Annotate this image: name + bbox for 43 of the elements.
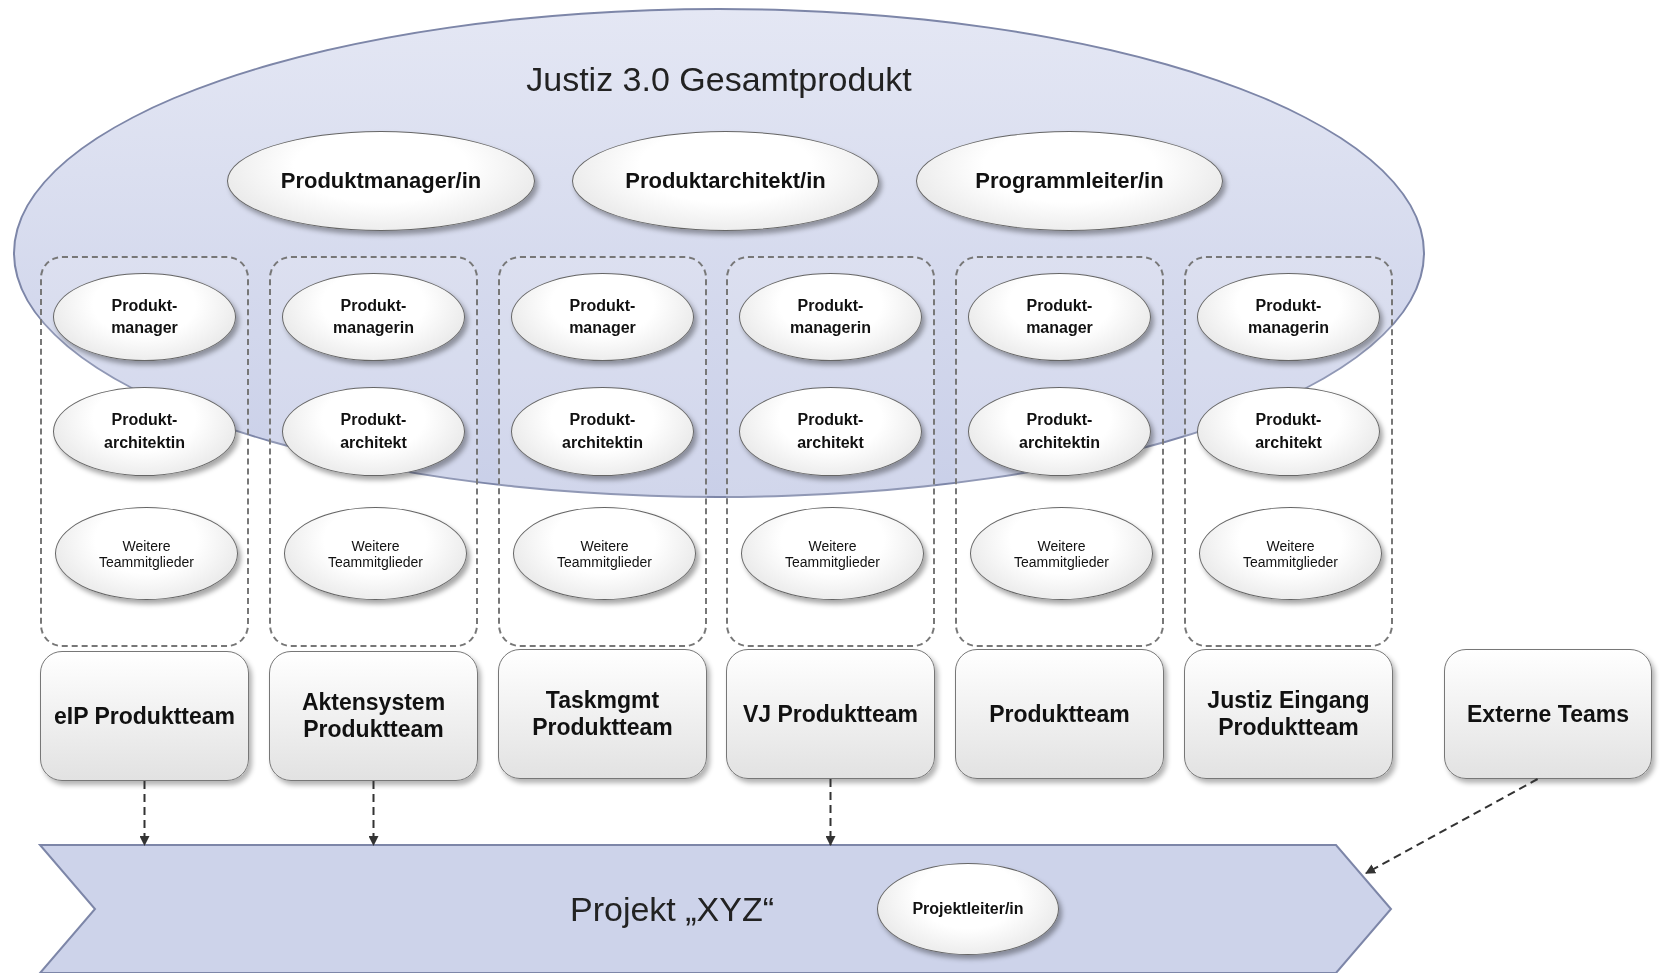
- project-band: [40, 845, 1391, 973]
- node-label: Weitere Teammitglieder: [327, 537, 424, 570]
- team-box: [1184, 649, 1393, 779]
- node-label: Programmleiter/in: [975, 168, 1164, 194]
- node-label: Produkt- architekt: [1254, 410, 1323, 453]
- node-label: Weitere Teammitglieder: [784, 537, 881, 570]
- team-box: [40, 651, 249, 781]
- node-label: Produkt- architektin: [561, 410, 644, 453]
- node-label: VJ Produktteam: [742, 700, 919, 728]
- node-label: Produkt- architektin: [1018, 410, 1101, 453]
- node-label: Justiz 3.0 Gesamtprodukt: [526, 60, 912, 99]
- dashed-arrow: [139, 780, 150, 846]
- node-label: Produktarchitekt/in: [625, 168, 826, 194]
- node-label: Produktteam: [989, 700, 1130, 728]
- node-label: Aktensystem Produktteam: [300, 689, 447, 743]
- team-box: [269, 651, 478, 781]
- node-label: Weitere Teammitglieder: [1013, 537, 1110, 570]
- node-label: Produkt- architekt: [339, 410, 408, 453]
- node-label: Produktmanager/in: [280, 168, 482, 194]
- node-label: Weitere Teammitglieder: [98, 537, 195, 570]
- dashed-arrow: [368, 780, 379, 846]
- node-label: Produkt- managerin: [789, 295, 872, 338]
- node-label: Justiz Eingang Produktteam: [1206, 687, 1371, 741]
- team-box: [955, 649, 1164, 779]
- node-label: Produkt- managerin: [332, 295, 415, 338]
- dashed-arrow: [1365, 778, 1539, 875]
- team-box: [726, 649, 935, 779]
- team-box: [498, 649, 707, 779]
- node-label: Externe Teams: [1467, 700, 1629, 728]
- node-label: Weitere Teammitglieder: [1242, 537, 1339, 570]
- node-label: Produkt- architekt: [796, 410, 865, 453]
- team-box: [1444, 649, 1652, 779]
- dashed-arrow: [825, 778, 836, 846]
- node-label: Weitere Teammitglieder: [556, 537, 653, 570]
- node-label: Produkt- managerin: [1247, 295, 1330, 338]
- node-label: eIP Produktteam: [53, 702, 236, 730]
- node-label: Produkt- manager: [568, 295, 637, 338]
- node-label: Projekt „XYZ“: [570, 889, 775, 929]
- node-label: Projektleiter/in: [912, 900, 1024, 918]
- node-label: Produkt- manager: [110, 295, 179, 338]
- node-label: Taskmgmt Produktteam: [531, 687, 674, 741]
- node-label: Produkt- architektin: [103, 410, 186, 453]
- node-label: Produkt- manager: [1025, 295, 1094, 338]
